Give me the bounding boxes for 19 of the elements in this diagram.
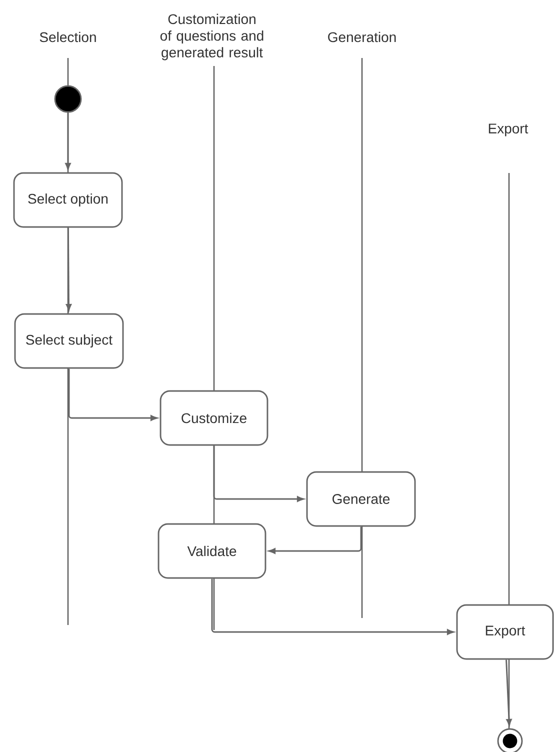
arrow: [66, 228, 72, 311]
arrow: [213, 446, 304, 502]
end-circle: [497, 728, 523, 752]
activity-box: Select option: [13, 172, 123, 228]
lane-heading: Generation: [328, 32, 396, 42]
arrow: [211, 578, 454, 635]
arrow: [65, 112, 71, 170]
start-circle: [54, 85, 82, 113]
lane-heading: Selection: [40, 32, 96, 42]
activity-box: Validate: [158, 523, 266, 579]
lane-heading: Export: [488, 124, 528, 136]
activity-box: Customize: [160, 390, 268, 446]
lane-heading: Customization of questions and generated result: [160, 14, 264, 60]
arrow: [68, 368, 158, 421]
arrow: [506, 660, 512, 726]
activity-box: Select subject: [14, 313, 124, 369]
arrow: [268, 526, 362, 554]
activity-box: Generate: [306, 471, 416, 527]
activity-box: Export: [456, 604, 554, 660]
